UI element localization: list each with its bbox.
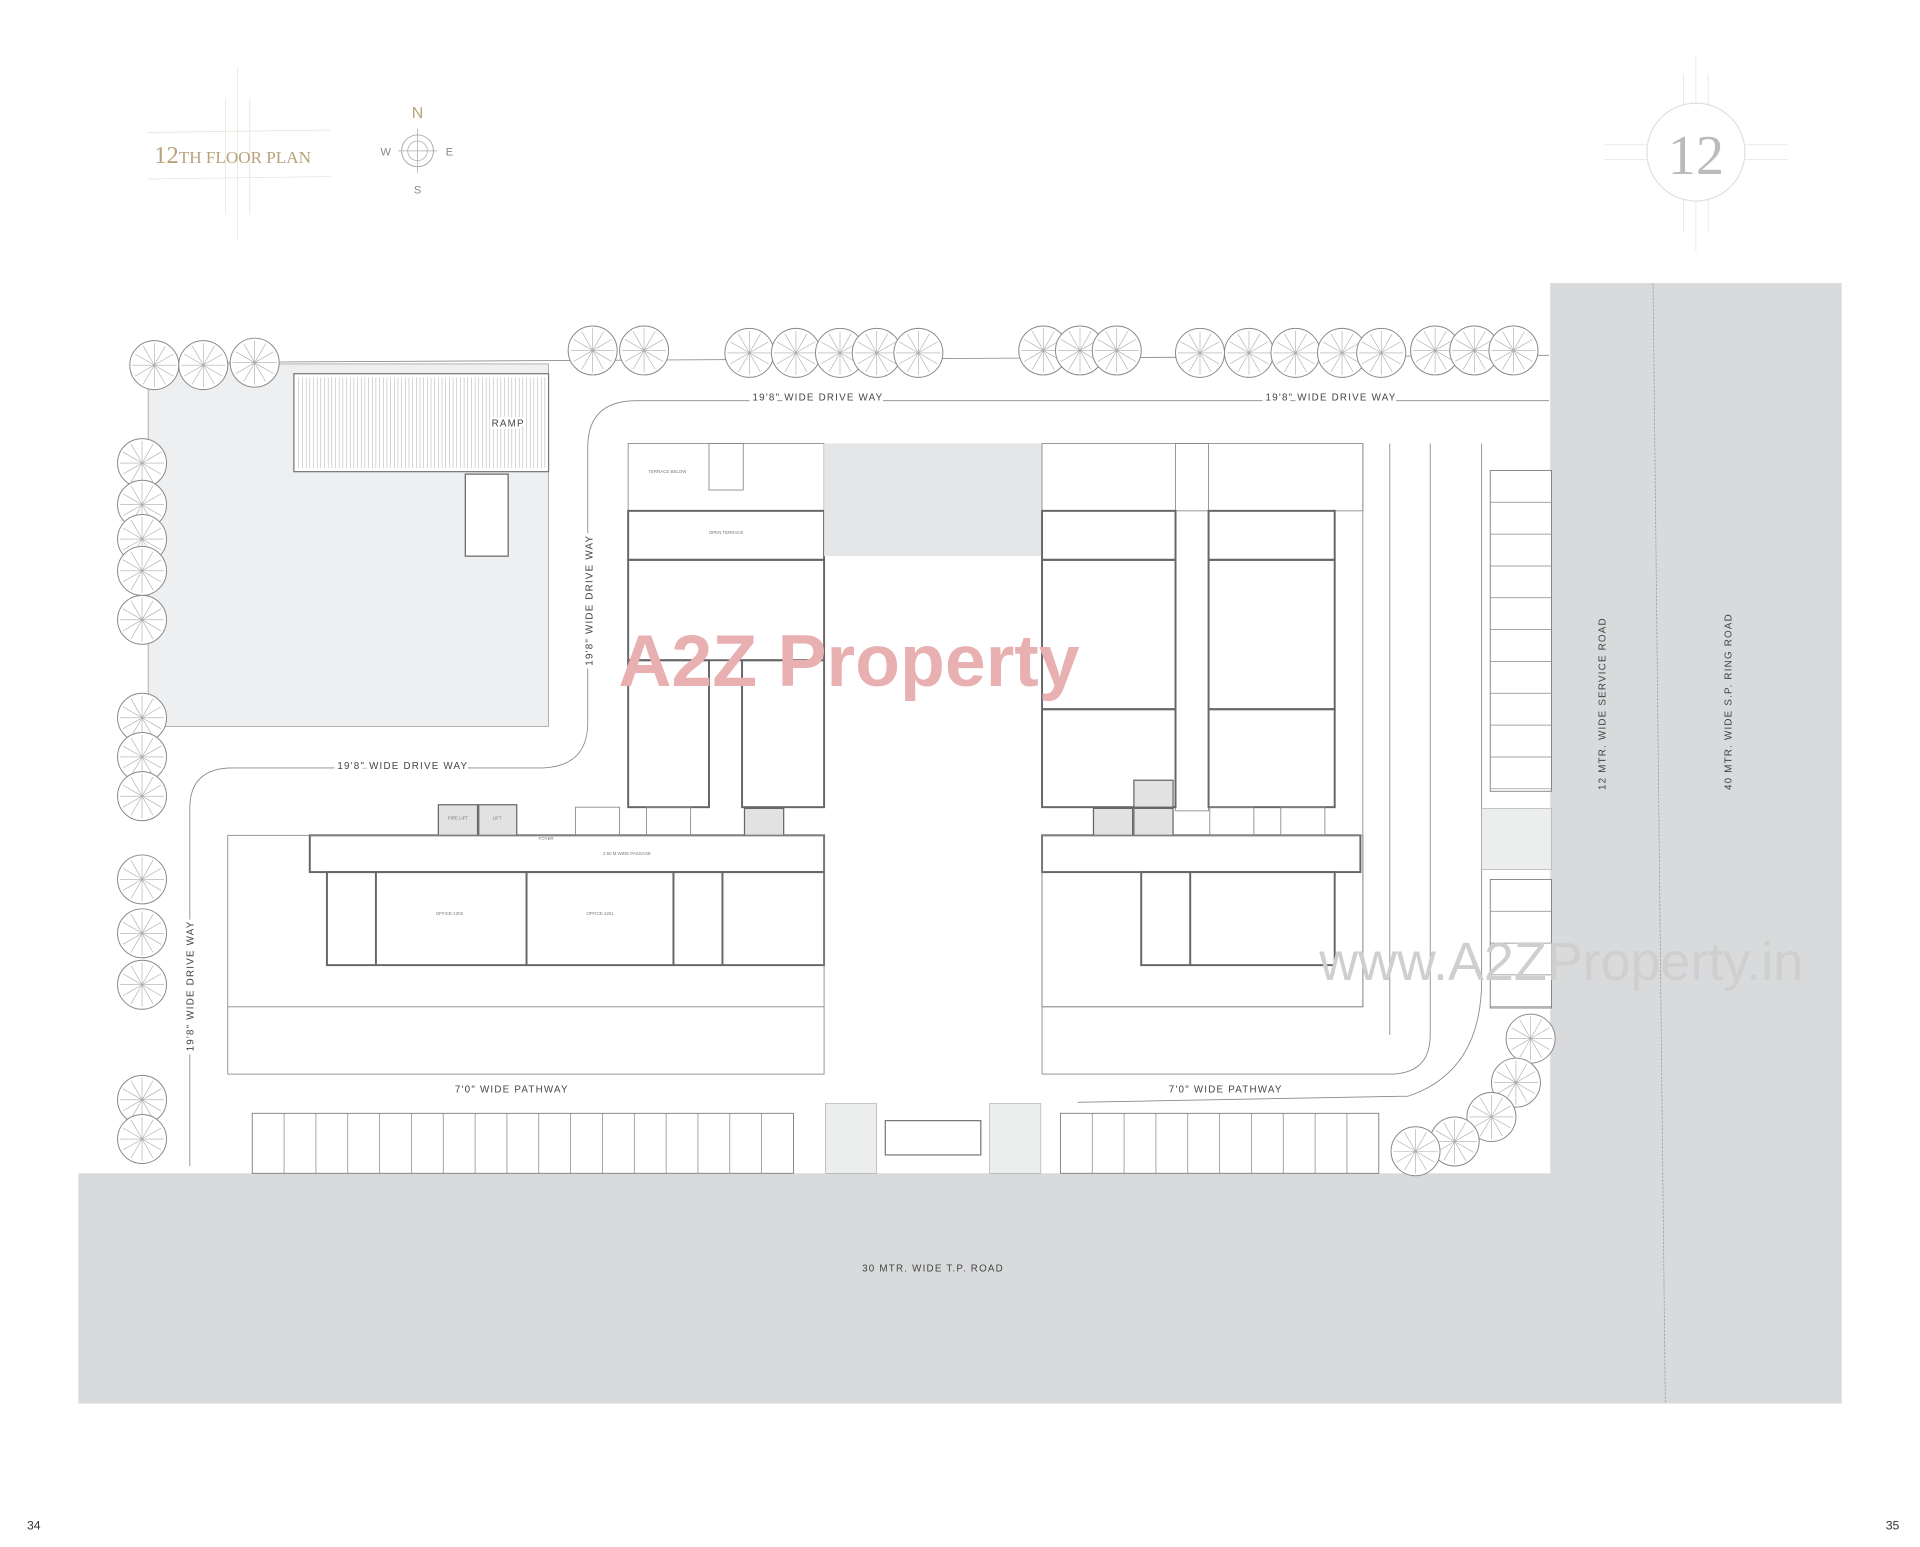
compass-east: E: [446, 147, 453, 159]
tree-icon: [1270, 327, 1321, 378]
tree-icon: [851, 327, 902, 378]
tree-icon: [619, 325, 670, 376]
tree-icon: [129, 340, 180, 391]
drive-way-label-top-left: 19'8" WIDE DRIVE WAY: [752, 393, 883, 404]
watermark-logo: A2Z Property: [618, 619, 1079, 702]
tree-icon: [117, 908, 168, 959]
tree-icon: [1224, 327, 1274, 378]
trees: [117, 325, 1556, 1177]
room-label-office-1202: OFFICE-1202: [436, 911, 464, 916]
ring-road-label: 40 MTR. WIDE S.P. RING ROAD: [1723, 613, 1734, 790]
floor-badge-number: 12: [1668, 125, 1724, 187]
room-label-lift: LIFT: [493, 815, 502, 820]
tree-icon: [1505, 1013, 1556, 1064]
service-road-label: 12 MTR. WIDE SERVICE ROAD: [1597, 617, 1608, 790]
tree-icon: [1356, 327, 1407, 378]
pathway-label-right: 7'0" WIDE PATHWAY: [1169, 1084, 1283, 1095]
pathway-label-left: 7'0" WIDE PATHWAY: [455, 1084, 569, 1095]
compass-north: N: [412, 105, 424, 122]
parking-bays: [251, 470, 1552, 1174]
tree-icon: [1488, 325, 1539, 376]
drive-way-label-middle: 19'8" WIDE DRIVE WAY: [337, 761, 468, 772]
entrance-kiosk: [884, 1120, 982, 1156]
tree-icon: [1175, 327, 1225, 378]
staircase: [464, 473, 509, 557]
tree-icon: [1429, 1116, 1480, 1167]
parking-row: [251, 1112, 794, 1174]
central-void: [824, 443, 1043, 557]
tree-icon: [724, 327, 775, 378]
drive-way-label-top-right: 19'8" WIDE DRIVE WAY: [1266, 393, 1397, 404]
drive-way-label-vertical-lower: 19'8" WIDE DRIVE WAY: [185, 920, 196, 1051]
compass-west: W: [381, 147, 392, 159]
service-road: [1550, 283, 1842, 1404]
title-ornament: [146, 67, 331, 240]
tree-icon: [117, 959, 168, 1010]
tree-icon: [1091, 325, 1142, 376]
right-building: [1041, 443, 1431, 1075]
tree-icon: [117, 545, 168, 596]
tree-icon: [117, 594, 168, 645]
tree-icon: [117, 854, 168, 905]
tp-road: [78, 1173, 1842, 1404]
compass-south: S: [414, 185, 421, 197]
page-title-number: 12: [154, 142, 178, 169]
room-label-terrace-below: TERRACE BELOW: [648, 469, 687, 474]
page-title-text: TH FLOOR PLAN: [179, 148, 311, 167]
watermark-url: www.A2ZProperty.in: [1318, 932, 1803, 992]
tree-icon: [1466, 1091, 1517, 1142]
room-label-foyer: FOYER: [539, 836, 554, 841]
page-number-left: 34: [27, 1519, 41, 1533]
page-number-right: 35: [1886, 1519, 1900, 1533]
compass-icon: N S W E: [381, 105, 454, 197]
tree-icon: [1018, 325, 1069, 376]
tree-icon: [229, 337, 280, 388]
tree-icon: [567, 325, 618, 376]
tree-icon: [117, 1114, 168, 1164]
room-label-office-1201: OFFICE-1201: [586, 911, 614, 916]
floor-number-badge: 12: [1604, 55, 1788, 252]
drive-way-label-vertical-upper: 19'8" WIDE DRIVE WAY: [585, 535, 596, 666]
tree-icon: [1449, 325, 1500, 376]
page-title: 12TH FLOOR PLAN: [154, 142, 311, 169]
room-label-passage: 2.50 M WIDE PASSAGE: [603, 851, 651, 856]
room-label-fire-lift: FIRE LIFT: [448, 815, 469, 820]
tree-icon: [1490, 1057, 1541, 1108]
tree-icon: [1390, 1126, 1441, 1177]
tree-icon: [178, 340, 229, 391]
tp-road-label: 30 MTR. WIDE T.P. ROAD: [862, 1263, 1004, 1274]
room-label-open-terrace: OPEN TERRACE: [709, 530, 744, 535]
ramp: RAMP: [293, 373, 550, 473]
ramp-label: RAMP: [492, 418, 525, 429]
left-building: [227, 443, 826, 1075]
tree-icon: [893, 327, 944, 378]
tree-icon: [815, 327, 865, 378]
tree-icon: [117, 771, 168, 822]
tree-icon: [1055, 325, 1105, 376]
tree-icon: [770, 327, 821, 378]
tree-icon: [117, 731, 168, 782]
parking-row: [1489, 470, 1552, 792]
parking-row: [1489, 878, 1552, 1009]
